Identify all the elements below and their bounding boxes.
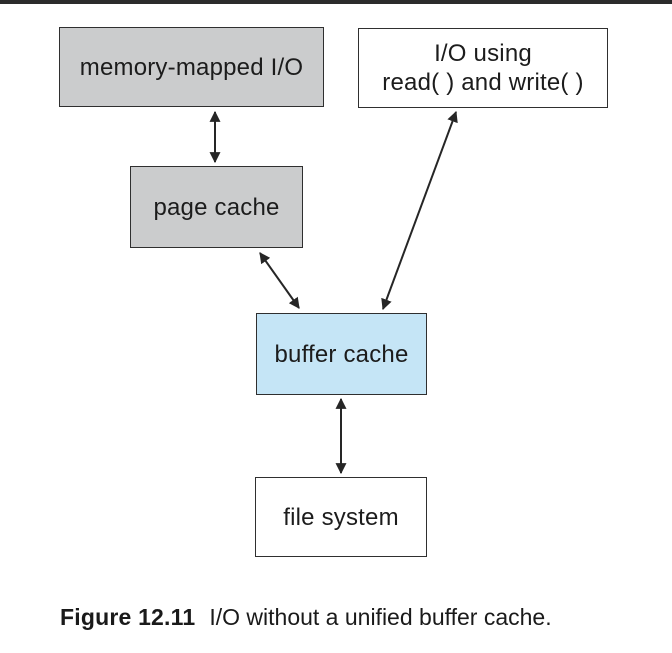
- figure-caption-text: I/O without a unified buffer cache.: [209, 604, 552, 630]
- node-file-system-label: file system: [283, 503, 399, 531]
- figure-caption-number: Figure 12.11: [60, 604, 196, 630]
- node-buffer-cache: buffer cache: [256, 313, 427, 395]
- node-io-read-write: I/O using read( ) and write( ): [358, 28, 608, 108]
- node-memory-mapped-io-label: memory-mapped I/O: [79, 53, 304, 81]
- node-page-cache: page cache: [130, 166, 303, 248]
- node-page-cache-label: page cache: [153, 193, 280, 221]
- figure-caption: Figure 12.11 I/O without a unified buffer…: [60, 604, 552, 631]
- node-file-system: file system: [255, 477, 427, 557]
- node-buffer-cache-label: buffer cache: [274, 340, 409, 368]
- edge-pagecache-buffercache-arrow: [259, 252, 300, 309]
- top-rule-divider: [0, 0, 672, 4]
- node-io-read-write-label-line2: read( ) and write( ): [382, 69, 584, 96]
- node-memory-mapped-io: memory-mapped I/O: [59, 27, 324, 107]
- node-io-read-write-label-line1: I/O using: [434, 40, 532, 67]
- edge-ioreadwrite-buffercache-arrow: [381, 110, 458, 311]
